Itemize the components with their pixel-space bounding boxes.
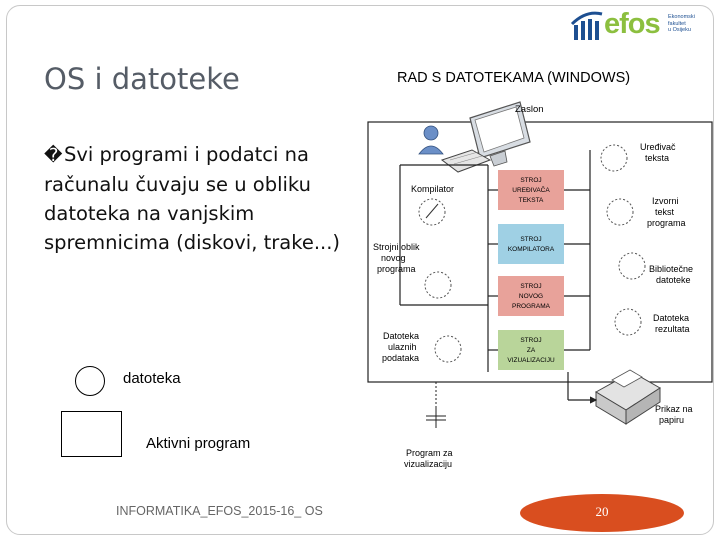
logo-institution-line-1: Ekonomski fakultet	[668, 14, 695, 27]
compiler-label: Kompilator	[411, 184, 454, 194]
input-data-label-2: ulaznih	[388, 342, 417, 352]
source-label-1: Izvorni	[652, 196, 679, 206]
monitor-icon	[469, 101, 531, 167]
logo-text: efos	[604, 8, 661, 40]
library-file-icon	[618, 252, 646, 280]
legend-file-label: datoteka	[123, 370, 181, 387]
logo-mark-icon	[570, 11, 603, 40]
machine-code-label-3: programa	[377, 264, 416, 274]
compiler-machine-box	[498, 224, 564, 264]
editor-box-line-1: STROJ	[520, 177, 541, 184]
editor-label-2: teksta	[645, 153, 669, 163]
editor-machine-box	[498, 170, 564, 210]
legend-program-label: Aktivni program	[146, 435, 251, 452]
new-program-box-line-1: STROJ	[520, 283, 541, 290]
viz-program-label-1: Program za	[406, 448, 453, 458]
page-number-badge: 20	[520, 494, 684, 532]
viz-program-label-2: vizualizaciju	[404, 459, 452, 469]
logo-institution-line-2: u Osijeku	[668, 27, 691, 33]
print-label-1: Prikaz na	[655, 404, 693, 414]
legend-file-circle-icon	[75, 366, 105, 396]
system-boundary	[367, 121, 713, 383]
compiler-box-line-1: STROJ	[520, 236, 541, 243]
slide-title: OS i datoteke	[44, 62, 240, 96]
results-label-1: Datoteka	[653, 313, 689, 323]
editor-box-line-2: UREĐIVAČA	[512, 185, 550, 194]
bullet-paragraph: �Svi programi i podatci na računalu čuva…	[44, 140, 344, 257]
legend-program-rect-icon	[61, 411, 122, 457]
editor-box-line-3: TEKSTA	[519, 197, 544, 204]
new-program-box-line-3: PROGRAMA	[512, 303, 551, 310]
viz-program-icon	[426, 408, 446, 428]
editor-label-1: Uređivač	[640, 142, 676, 152]
logo-institution: Ekonomski fakultet u Osijeku	[668, 14, 714, 34]
machine-code-label-2: novog	[381, 253, 406, 263]
source-file-icon	[606, 198, 634, 226]
machine-code-file-icon	[424, 271, 452, 299]
screen-label: Zaslon	[515, 104, 544, 115]
compiler-file-icon	[418, 198, 446, 226]
editor-file-icon	[600, 144, 628, 172]
viz-box-line-1: STROJ	[520, 337, 541, 344]
bullet-text: Svi programi i podatci na računalu čuvaj…	[44, 143, 341, 254]
slide-frame	[6, 5, 714, 535]
input-data-label-1: Datoteka	[383, 331, 419, 341]
compiler-tick	[425, 203, 439, 219]
diagram-title: RAD S DATOTEKAMA (WINDOWS)	[397, 70, 631, 86]
efos-logo: efos Ekonomski fakultet u Osijeku	[568, 8, 714, 42]
viz-box-line-2: ZA	[527, 347, 536, 354]
page-number: 20	[595, 504, 609, 519]
user-icon	[418, 125, 444, 155]
keyboard-icon	[440, 149, 492, 173]
print-label-2: papiru	[659, 415, 684, 425]
compiler-box-line-2: KOMPILATORA	[508, 246, 555, 253]
results-label-2: rezultata	[655, 324, 690, 334]
printer-icon	[595, 369, 661, 425]
library-label-1: Bibliotečne	[649, 264, 693, 274]
source-label-3: programa	[647, 218, 686, 228]
bullet-glyph-icon: �	[44, 145, 63, 166]
new-program-box-line-2: NOVOG	[519, 293, 543, 300]
input-data-label-3: podataka	[382, 353, 419, 363]
viz-box-line-3: VIZUALIZACIJU	[507, 357, 555, 364]
library-label-2: datoteke	[656, 275, 691, 285]
new-program-machine-box	[498, 276, 564, 316]
input-data-file-icon	[434, 335, 462, 363]
source-label-2: tekst	[655, 207, 675, 217]
viz-machine-box	[498, 330, 564, 370]
machine-code-label-1: Strojni oblik	[373, 242, 420, 252]
footer-text: INFORMATIKA_EFOS_2015-16_ OS	[116, 504, 323, 518]
results-file-icon	[614, 308, 642, 336]
